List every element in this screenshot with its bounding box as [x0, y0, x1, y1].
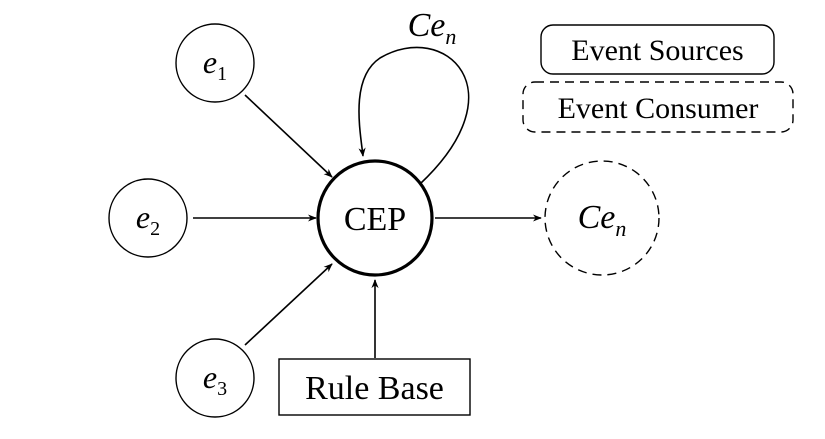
legend-event-sources: Event Sources	[540, 24, 775, 75]
legend: Event Sources Event Consumer	[522, 24, 794, 133]
node-e3-subscript: 3	[217, 378, 227, 400]
node-e2-subscript: 2	[150, 218, 160, 240]
rule-base-label: Rule Base	[305, 370, 444, 407]
self-loop-subscript: n	[445, 24, 456, 49]
legend-event-consumer: Event Consumer	[522, 81, 794, 133]
node-output-label: Ce	[578, 199, 616, 236]
svg-text:e3: e3	[203, 359, 227, 400]
svg-text:Cen: Cen	[578, 199, 627, 241]
svg-text:e2: e2	[136, 199, 160, 240]
node-e1: e1	[175, 23, 255, 103]
node-cep-label: CEP	[344, 201, 406, 238]
self-loop-label-group: Cen	[408, 7, 457, 49]
self-loop-edge	[358, 46, 470, 185]
node-e1-label: e	[203, 44, 217, 80]
node-output-subscript: n	[615, 216, 626, 241]
self-loop-label: Ce	[408, 7, 446, 44]
node-cep: CEP	[316, 159, 434, 277]
node-e2-label: e	[136, 199, 150, 235]
edges	[193, 46, 542, 358]
legend-event-consumer-label: Event Consumer	[558, 92, 759, 125]
legend-event-sources-label: Event Sources	[571, 34, 743, 67]
edge-e3-to-cep	[244, 263, 333, 346]
node-e3-label: e	[203, 359, 217, 395]
svg-text:e1: e1	[203, 44, 227, 85]
node-e1-subscript: 1	[217, 63, 227, 85]
rule-base-box: Rule Base	[278, 358, 471, 416]
node-output-consumer: Cen	[544, 160, 660, 276]
node-e3: e3	[175, 338, 255, 418]
edge-e1-to-cep	[244, 94, 333, 178]
node-e2: e2	[108, 178, 188, 258]
